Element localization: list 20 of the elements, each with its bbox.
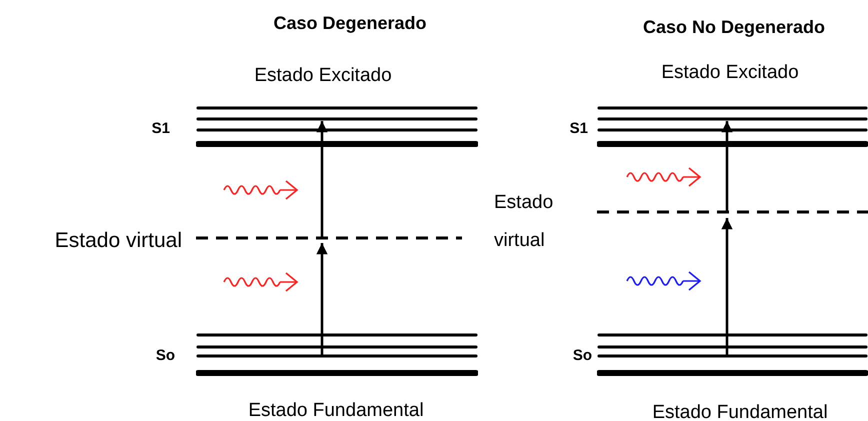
energy-level-lines	[196, 104, 478, 148]
energy-level-lines	[597, 104, 868, 148]
level-label: So	[154, 346, 175, 366]
transition-arrow	[316, 121, 328, 238]
state-label: Estado virtual	[54, 228, 182, 254]
level-label: So	[572, 346, 592, 366]
state-label: Estado virtual	[494, 191, 554, 253]
transition-arrow	[721, 121, 733, 212]
panel-title: Caso Degenerado	[272, 12, 428, 35]
state-label: Estado Fundamental	[651, 401, 829, 421]
energy-level-lines	[597, 331, 868, 377]
panel-title: Caso No Degenerado	[642, 16, 826, 39]
energy-level-lines	[196, 331, 478, 377]
transition-arrow	[721, 218, 733, 355]
level-label: S1	[150, 119, 170, 139]
transition-arrow	[316, 243, 328, 356]
level-label: S1	[568, 119, 588, 139]
state-label: Estado Fundamental	[247, 399, 425, 421]
state-label: Estado Excitado	[660, 61, 800, 85]
state-label: Estado Excitado	[253, 64, 393, 88]
